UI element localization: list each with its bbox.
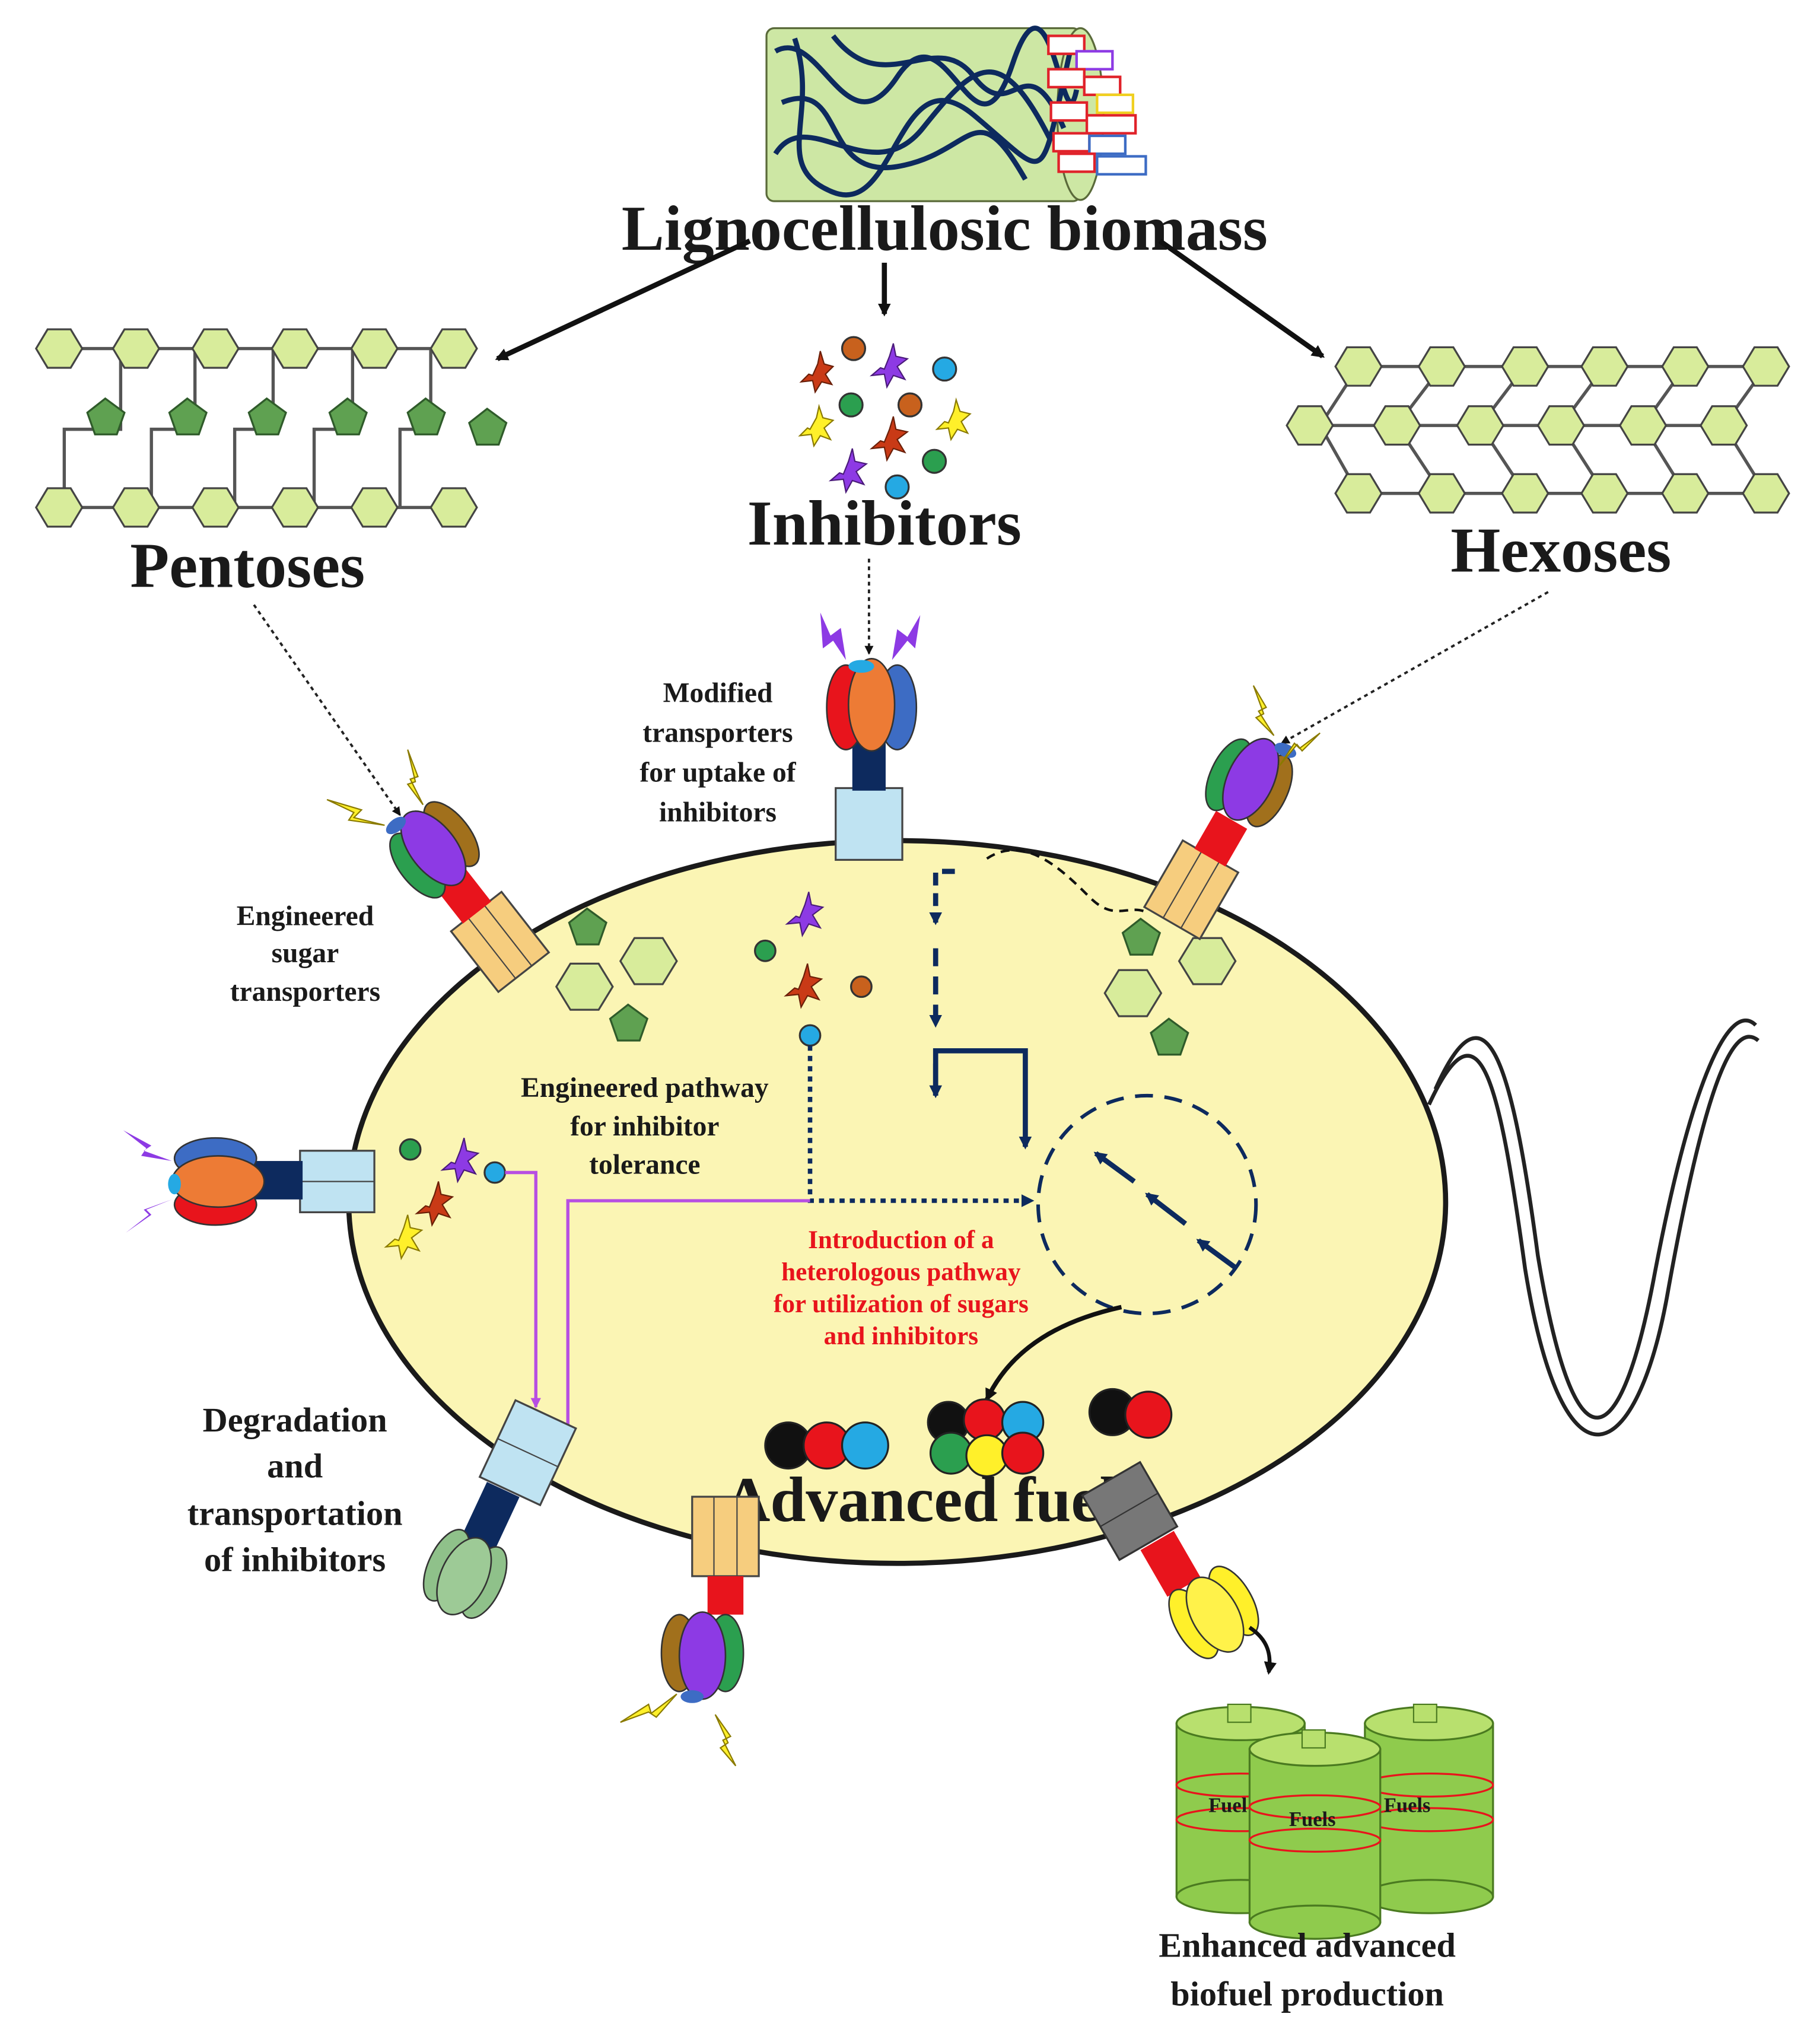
degradation-label: Degradation and transportation of inhibi… <box>187 1401 403 1579</box>
svg-text:Enhanced advanced: Enhanced advanced <box>1159 1926 1456 1964</box>
fuel-export-transporter <box>1081 1461 1277 1675</box>
fuel-barrel-label-3: Fuels <box>1384 1794 1431 1816</box>
internal-inhibitors <box>384 892 873 1261</box>
svg-text:biofuel production: biofuel production <box>1170 1975 1444 2013</box>
dotted-uptake-arrows <box>253 558 1549 816</box>
svg-text:and inhibitors: and inhibitors <box>824 1322 978 1350</box>
flagellum-icon <box>1427 1018 1760 1437</box>
advanced-fuel-molecules <box>764 1388 1173 1478</box>
svg-text:Degradation: Degradation <box>203 1401 387 1439</box>
sugar-transporter-upper-right <box>1143 810 1248 941</box>
svg-text:of inhibitors: of inhibitors <box>204 1540 386 1579</box>
hexoses-label: Hexoses <box>1450 515 1671 586</box>
enhanced-production-label: Enhanced advanced biofuel production <box>1159 1926 1456 2013</box>
svg-text:transportation: transportation <box>187 1494 403 1533</box>
svg-text:inhibitors: inhibitors <box>659 797 777 828</box>
lightning-icons-upper-left <box>326 749 424 826</box>
hexose-polymer-icon <box>1286 346 1790 514</box>
fuel-barrels-icon: Fuel Fuels Fuels <box>1175 1703 1494 1940</box>
degradation-pathway-lines <box>505 1170 810 1433</box>
inhibitor-pathway-label: Engineered pathway for inhibitor toleran… <box>521 1073 769 1181</box>
svg-text:tolerance: tolerance <box>589 1150 700 1181</box>
pentoses-label: Pentoses <box>130 530 365 601</box>
inhibitor-efflux-transporter-left <box>123 1130 376 1233</box>
heterologous-pathway-label: Introduction of a heterologous pathway f… <box>774 1226 1029 1350</box>
dashed-sugar-path <box>986 848 1148 914</box>
sugar-transporter-bottom <box>660 1496 760 1703</box>
lightning-icons-upper-right <box>1252 685 1321 767</box>
engineered-pathway-arrows <box>929 868 1258 1316</box>
biomass-fiber-icon <box>765 26 1147 202</box>
svg-text:Engineered pathway: Engineered pathway <box>521 1073 769 1103</box>
svg-text:transporters: transporters <box>642 718 793 749</box>
svg-text:for utilization of sugars: for utilization of sugars <box>774 1290 1029 1318</box>
svg-text:Engineered: Engineered <box>237 901 374 932</box>
sugar-transporters-label: Engineered sugar transporters <box>230 901 380 1007</box>
modified-inhibitor-transporter <box>820 612 921 861</box>
lightning-icons-bottom <box>620 1693 737 1767</box>
inhibitor-molecules-icon <box>798 336 972 500</box>
svg-text:Modified: Modified <box>663 678 773 709</box>
fuel-output-arrow <box>985 1305 1122 1402</box>
svg-text:for uptake of: for uptake of <box>639 758 796 788</box>
fuel-barrel-label-1: Fuel <box>1208 1794 1248 1816</box>
svg-text:and: and <box>267 1447 323 1485</box>
internal-sugars-left <box>555 907 678 1042</box>
degradation-transporter-lower-left <box>422 1399 577 1620</box>
sugar-transporter-head-upper-right <box>1205 737 1297 828</box>
svg-text:for inhibitor: for inhibitor <box>570 1111 719 1142</box>
advanced-fuels-label: Advanced fuels <box>724 1465 1142 1535</box>
svg-text:Introduction of a: Introduction of a <box>808 1226 994 1254</box>
modified-transporters-label: Modified transporters for uptake of inhi… <box>639 678 796 828</box>
inhibitors-label: Inhibitors <box>747 488 1022 559</box>
sugar-transporter-head-upper-left <box>386 801 480 899</box>
svg-text:sugar: sugar <box>272 938 339 969</box>
pentose-polymer-icon <box>34 328 508 528</box>
svg-text:heterologous pathway: heterologous pathway <box>781 1258 1021 1286</box>
biomass-arrows <box>495 238 1325 361</box>
fuel-barrel-label-2: Fuels <box>1289 1808 1336 1831</box>
svg-text:transporters: transporters <box>230 976 380 1007</box>
internal-sugars-right <box>1103 917 1237 1056</box>
